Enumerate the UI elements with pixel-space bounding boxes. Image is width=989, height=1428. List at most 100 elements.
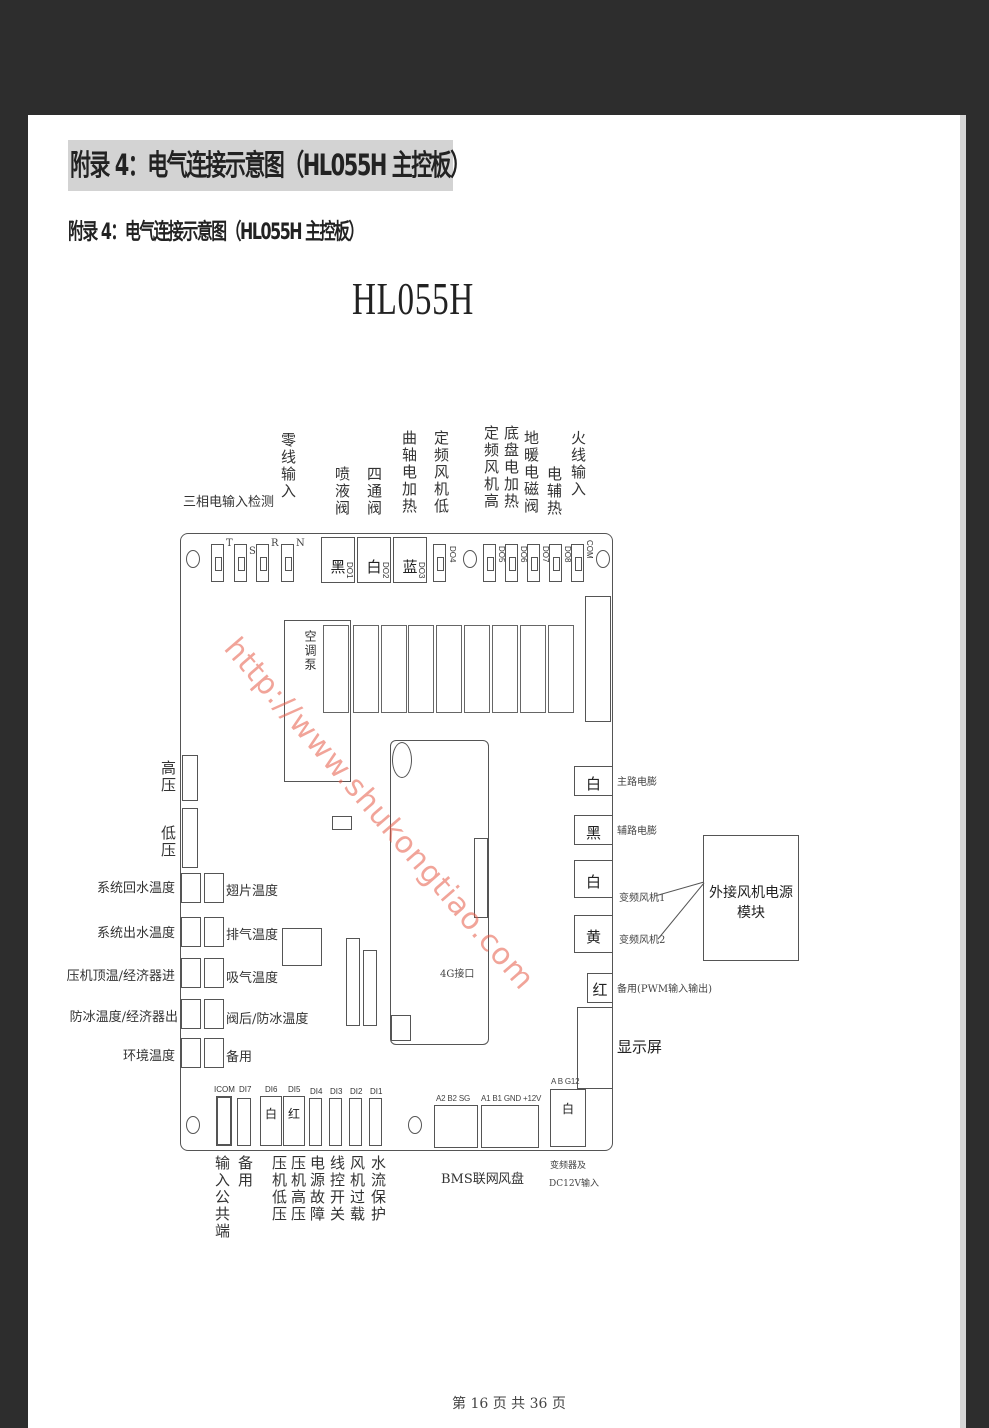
label-common: 输入公共端 [213, 1155, 231, 1240]
relay [353, 625, 379, 713]
temp-connector[interactable] [204, 999, 224, 1029]
pin-label-DO1: DO1 [345, 562, 354, 579]
connector-four-way[interactable]: 白 [357, 537, 391, 583]
temp-connector[interactable] [181, 1038, 201, 1068]
pin-label-DI4: DI4 [310, 1087, 323, 1096]
label-fan-high: 定频风机高 [482, 425, 500, 510]
connector-spray[interactable]: 黑 [321, 537, 355, 583]
temp-connector[interactable] [181, 917, 201, 947]
connector-DI6[interactable]: 白 [260, 1096, 282, 1146]
relay [520, 625, 546, 713]
label-high-pressure: 高压 [159, 760, 177, 794]
label-chassis-heater: 底盘电加热 [502, 425, 520, 510]
board-model-title: HL055H [351, 273, 475, 324]
module-hole [392, 742, 412, 778]
pin-DO5[interactable] [483, 544, 496, 582]
pin-DO7[interactable] [527, 544, 540, 582]
connector-DI5[interactable]: 红 [283, 1096, 305, 1146]
label-fan-coil: 风盘 [498, 1172, 525, 1187]
temp-label: 系统出水温度 [96, 926, 175, 941]
pin-ICOM[interactable] [216, 1096, 232, 1146]
terminal-label: A1 B1 GND +12V [481, 1094, 542, 1103]
temp-connector[interactable] [181, 999, 201, 1029]
pin-label-DI7: DI7 [239, 1085, 252, 1094]
label-floor-valve: 地暖电磁阀 [522, 430, 540, 515]
pin-label-DO5: DO5 [497, 546, 506, 563]
pin-label: S [249, 546, 256, 557]
temp-label: 阀后/防冰温度 [226, 1012, 309, 1027]
mount-hole [596, 550, 610, 568]
temp-connector[interactable] [204, 917, 224, 947]
temp-label: 吸气温度 [226, 971, 279, 986]
temp-label: 排气温度 [226, 928, 279, 943]
label-three-phase: 三相电输入检测 [183, 495, 275, 510]
connector-display[interactable] [577, 1007, 613, 1089]
temp-connector[interactable] [204, 873, 224, 903]
terminal-label: A2 B2 SG [436, 1094, 470, 1103]
fuse [585, 596, 611, 722]
relay [492, 625, 518, 713]
label-spray-valve: 喷液阀 [333, 466, 351, 517]
pin-R[interactable] [256, 544, 269, 582]
pin-label: T [226, 538, 233, 549]
jumper[interactable] [332, 816, 352, 830]
connector-vf-fan1[interactable]: 白 [574, 860, 613, 898]
label-fan-low: 定频风机低 [432, 430, 450, 515]
connector-vf-fan2[interactable]: 黄 [574, 915, 613, 953]
4g-module [390, 740, 489, 1045]
pin-label-DI1: DI1 [370, 1087, 383, 1096]
connector-low-pressure[interactable] [182, 808, 198, 868]
pin-DI7[interactable] [237, 1098, 251, 1146]
pin-DI3[interactable] [329, 1098, 342, 1146]
pin-label-DO8: DO8 [563, 546, 572, 563]
external-fan-power-module: 外接风机电源模块 [703, 835, 799, 961]
pump-relay-area [284, 620, 351, 782]
connector-main-eev[interactable]: 白 [574, 766, 613, 796]
label-vf-fan2: 变频风机2 [619, 935, 666, 946]
label-bms: BMS联网 [441, 1172, 499, 1187]
pin-S[interactable] [234, 544, 247, 582]
pin-DI1[interactable] [369, 1098, 382, 1146]
pin-label-DO3: DO3 [417, 562, 426, 579]
terminal-label: A B G12 [551, 1077, 580, 1086]
pin-DI4[interactable] [309, 1098, 322, 1146]
pin-label-DO4: DO4 [448, 546, 457, 563]
terminal-fan-coil[interactable] [481, 1105, 539, 1148]
mount-hole [408, 1116, 422, 1134]
pin-COM[interactable] [571, 544, 584, 582]
connector-aux-eev[interactable]: 黑 [574, 815, 613, 845]
pin-DO8[interactable] [549, 544, 562, 582]
pin-DI2[interactable] [349, 1098, 362, 1146]
header [363, 950, 377, 1026]
header [391, 1015, 411, 1041]
connector-crank[interactable]: 蓝 [393, 537, 427, 583]
mount-hole [186, 1116, 200, 1134]
label-aux-eev: 辅路电膨 [617, 826, 657, 837]
page-edge [960, 115, 966, 1428]
label-crank-heater: 曲轴电加热 [400, 430, 418, 515]
temp-label: 备用 [226, 1050, 253, 1065]
pin-label: N [296, 538, 305, 549]
temp-connector[interactable] [204, 958, 224, 988]
temp-connector[interactable] [204, 1038, 224, 1068]
label-low-pressure: 低压 [159, 825, 177, 859]
label-low-pressure-switch: 压机低压 [270, 1155, 288, 1223]
temp-connector[interactable] [181, 873, 201, 903]
pin-T[interactable] [211, 544, 224, 582]
temp-connector[interactable] [181, 958, 201, 988]
connector-high-pressure[interactable] [182, 755, 198, 801]
pin-label-DI5: DI5 [288, 1085, 301, 1094]
label-four-way-valve: 四通阀 [365, 466, 383, 517]
pin-DO6[interactable] [505, 544, 518, 582]
header [346, 938, 360, 1026]
connector-pwm[interactable]: 红 [587, 973, 613, 1003]
mount-hole [463, 550, 477, 568]
label-wire-switch: 线控开关 [328, 1155, 346, 1223]
dip-switch[interactable] [282, 928, 322, 966]
pin-label-ICOM: ICOM [214, 1085, 235, 1094]
relay [381, 625, 407, 713]
terminal-bms[interactable] [434, 1105, 478, 1148]
pin-DO4[interactable] [433, 544, 446, 582]
pin-N[interactable] [281, 544, 294, 582]
terminal-inverter[interactable]: 白 [550, 1089, 586, 1147]
